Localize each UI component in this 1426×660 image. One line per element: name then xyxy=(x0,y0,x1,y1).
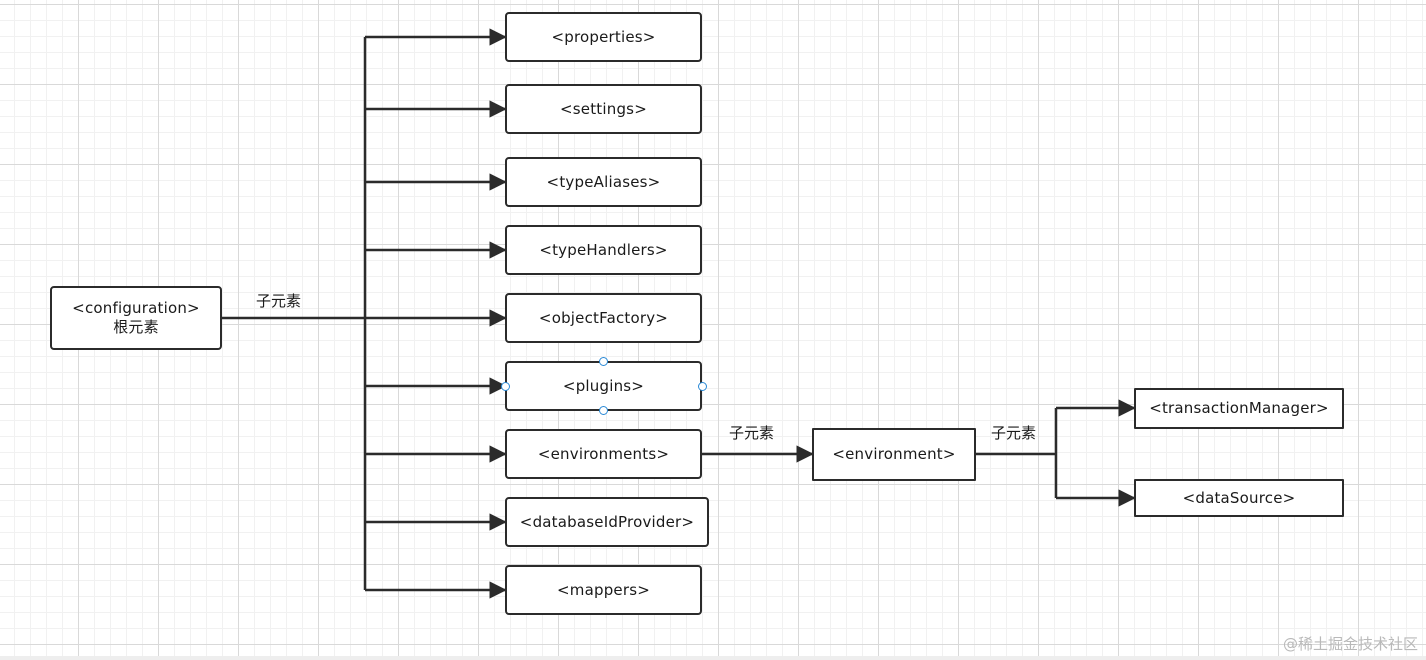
node-mappers-label: <mappers> xyxy=(557,580,650,599)
selection-handle-left[interactable] xyxy=(501,382,510,391)
node-properties[interactable]: <properties> xyxy=(505,12,702,62)
node-properties-label: <properties> xyxy=(551,27,656,46)
node-configuration-line2: 根元素 xyxy=(113,318,159,336)
node-databaseidprovider-label: <databaseIdProvider> xyxy=(519,512,695,531)
node-mappers[interactable]: <mappers> xyxy=(505,565,702,615)
node-plugins[interactable]: <plugins> xyxy=(505,361,702,411)
node-configuration-root[interactable]: <configuration> 根元素 xyxy=(50,286,222,350)
node-plugins-label: <plugins> xyxy=(562,376,645,395)
node-environments[interactable]: <environments> xyxy=(505,429,702,479)
node-configuration-line1: <configuration> xyxy=(72,299,200,317)
node-datasource-label: <dataSource> xyxy=(1182,488,1296,507)
edge-label-root-children: 子元素 xyxy=(256,292,302,310)
node-environment-label: <environment> xyxy=(832,445,956,463)
node-datasource[interactable]: <dataSource> xyxy=(1134,479,1344,517)
node-typealiases[interactable]: <typeAliases> xyxy=(505,157,702,207)
node-transactionmanager[interactable]: <transactionManager> xyxy=(1134,388,1344,429)
node-typehandlers-label: <typeHandlers> xyxy=(539,240,668,259)
node-objectfactory-label: <objectFactory> xyxy=(538,308,669,327)
edge-label-environments-environment: 子元素 xyxy=(729,424,775,442)
node-environments-label: <environments> xyxy=(537,444,670,463)
selection-handle-right[interactable] xyxy=(698,382,707,391)
node-typealiases-label: <typeAliases> xyxy=(546,172,661,191)
selection-handle-bottom[interactable] xyxy=(599,406,608,415)
node-databaseidprovider[interactable]: <databaseIdProvider> xyxy=(505,497,709,547)
node-settings-label: <settings> xyxy=(560,99,647,118)
watermark-text: @稀土掘金技术社区 xyxy=(1282,635,1418,653)
node-settings[interactable]: <settings> xyxy=(505,84,702,134)
node-objectfactory[interactable]: <objectFactory> xyxy=(505,293,702,343)
node-transactionmanager-label: <transactionManager> xyxy=(1149,399,1329,417)
node-typehandlers[interactable]: <typeHandlers> xyxy=(505,225,702,275)
node-environment[interactable]: <environment> xyxy=(812,428,976,481)
bottom-scroll-strip xyxy=(0,656,1426,660)
selection-handle-top[interactable] xyxy=(599,357,608,366)
edge-label-environment-children: 子元素 xyxy=(991,424,1037,442)
